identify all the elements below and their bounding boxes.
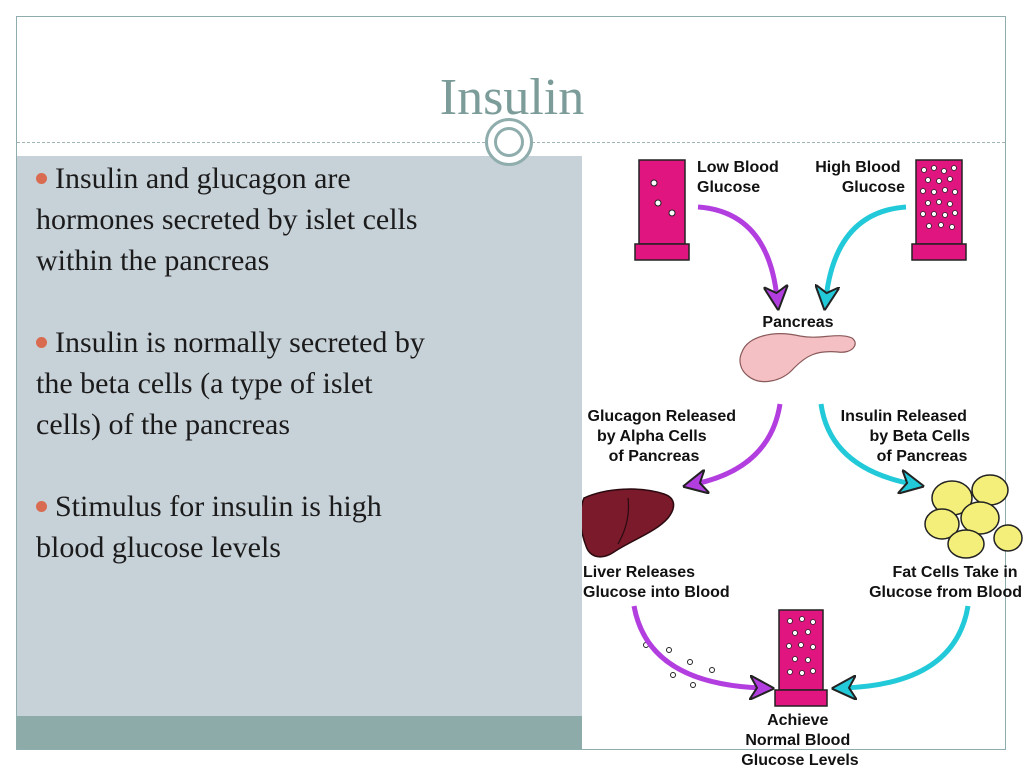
fat-to-normal-arrow: [844, 605, 971, 688]
bullet-item: Insulin is normally secreted by the beta…: [36, 322, 436, 445]
pancreas-label: Pancreas: [762, 314, 833, 331]
liver-to-normal-arrow: [631, 605, 762, 688]
bullet-text: Stimulus for insulin is high blood gluco…: [36, 490, 382, 564]
fat-cells-label: Fat Cells Take in Glucose from Blood: [869, 564, 1022, 601]
bullet-text: Insulin and glucagon are hormones secret…: [36, 162, 418, 277]
text-panel: [17, 156, 582, 716]
liver-releases-label: Liver Releases Glucose into Blood: [583, 564, 730, 601]
bullet-dot-icon: [36, 337, 47, 349]
high-glucose-tube-icon: [911, 159, 967, 261]
insulin-arrow: [818, 403, 912, 484]
bullet-dot-icon: [36, 173, 47, 185]
bullet-dot-icon: [36, 501, 47, 513]
pancreas-icon: [739, 333, 856, 383]
low-glucose-arrow: [697, 204, 777, 298]
high-glucose-arrow: [826, 204, 907, 298]
high-blood-glucose-label: High Blood Glucose: [815, 159, 905, 196]
low-glucose-tube-icon: [634, 159, 690, 261]
slide-title: Insulin: [439, 69, 585, 126]
achieve-normal-label: Achieve Normal Blood Glucose Levels: [741, 712, 858, 768]
footer-band: [17, 716, 582, 749]
low-blood-glucose-label: Low Blood Glucose: [697, 159, 783, 196]
normal-glucose-tube-icon: [774, 609, 828, 707]
liver-icon: [582, 488, 675, 558]
glucagon-arrow: [695, 403, 783, 484]
slide-frame: [16, 16, 1006, 750]
bullet-item: Insulin and glucagon are hormones secret…: [36, 158, 436, 281]
fat-cells-icon: [924, 474, 1023, 559]
bullet-item: Stimulus for insulin is high blood gluco…: [36, 486, 436, 568]
glucagon-released-label: Glucagon Released by Alpha Cells of Panc…: [588, 408, 741, 465]
insulin-glucose-diagram: Low Blood Glucose High Blood Glucose Pan…: [582, 159, 1023, 768]
glucose-molecules-icon: [643, 642, 715, 688]
title-circle-ornament: [485, 118, 533, 166]
bullet-list: Insulin and glucagon are hormones secret…: [36, 158, 436, 609]
liver-lobe-line: [617, 497, 630, 545]
insulin-released-label: Insulin Released by Beta Cells of Pancre…: [841, 408, 975, 465]
bullet-text: Insulin is normally secreted by the beta…: [36, 326, 425, 441]
